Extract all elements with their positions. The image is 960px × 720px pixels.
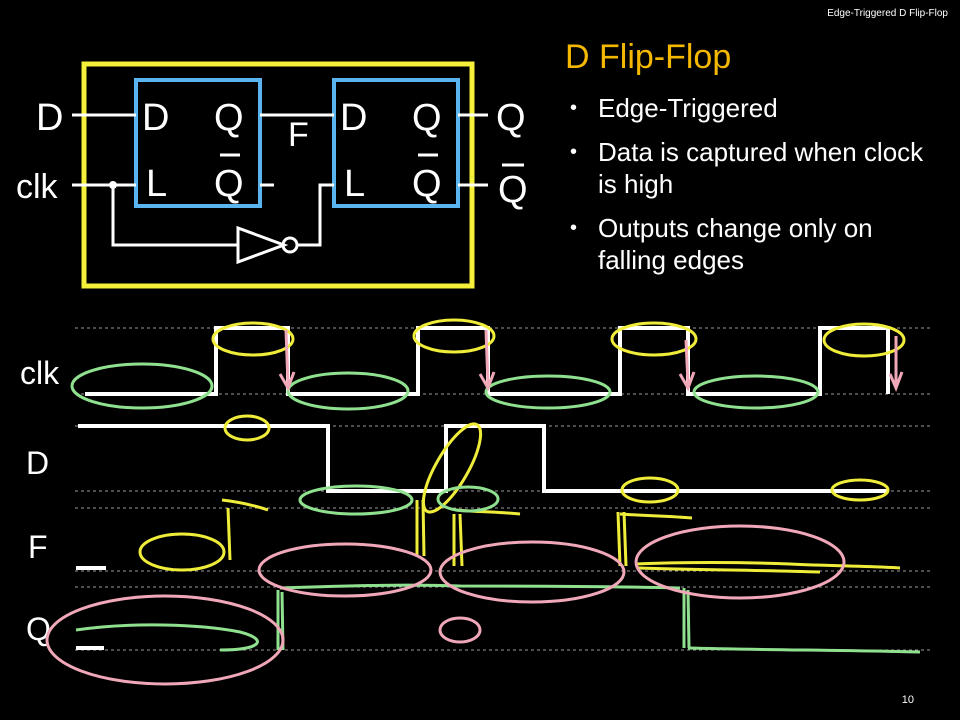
latch2-d-label: D	[340, 97, 367, 139]
inverter-bubble	[281, 236, 299, 254]
bullet-item: Data is captured when clock is high	[570, 136, 930, 200]
timing-diagram: clk D F Q	[20, 318, 930, 686]
bullet-item: Outputs change only on falling edges	[570, 212, 930, 276]
d-waveform	[78, 424, 888, 493]
input-d-label: D	[36, 97, 63, 139]
green-annotations	[70, 362, 921, 654]
internal-node-f-label: F	[288, 116, 309, 154]
timing-label-clk: clk	[20, 355, 60, 391]
bullet-list: Edge-Triggered Data is captured when clo…	[570, 92, 930, 288]
timing-label-d: D	[26, 445, 49, 481]
page-number: 10	[901, 694, 914, 706]
latch1-l-label: L	[146, 163, 167, 205]
latch2-l-label: L	[344, 163, 365, 205]
pink-annotations	[45, 329, 904, 686]
input-clk-label: clk	[16, 168, 59, 206]
wires	[72, 113, 524, 265]
bullet-item: Edge-Triggered	[570, 92, 930, 124]
outer-box	[81, 61, 475, 289]
output-q-label: Q	[496, 97, 526, 139]
latch1-qbar-label: Q	[214, 163, 244, 205]
timing-label-f: F	[28, 529, 48, 565]
output-qbar-label: Q	[498, 169, 528, 211]
latch2-q-label: Q	[412, 97, 442, 139]
flip-flop-circuit: D clk D Q L Q D Q L Q F Q Q	[16, 61, 528, 289]
latch-1	[134, 78, 262, 208]
slide-header: Edge-Triggered D Flip-Flop	[827, 8, 948, 19]
yellow-annotations	[138, 318, 906, 574]
latch-2	[332, 78, 460, 208]
latch1-q-label: Q	[214, 97, 244, 139]
junction-dot	[109, 181, 117, 189]
latch2-qbar-label: Q	[412, 163, 442, 205]
latch1-d-label: D	[142, 97, 169, 139]
slide-title: D Flip-Flop	[565, 38, 732, 76]
